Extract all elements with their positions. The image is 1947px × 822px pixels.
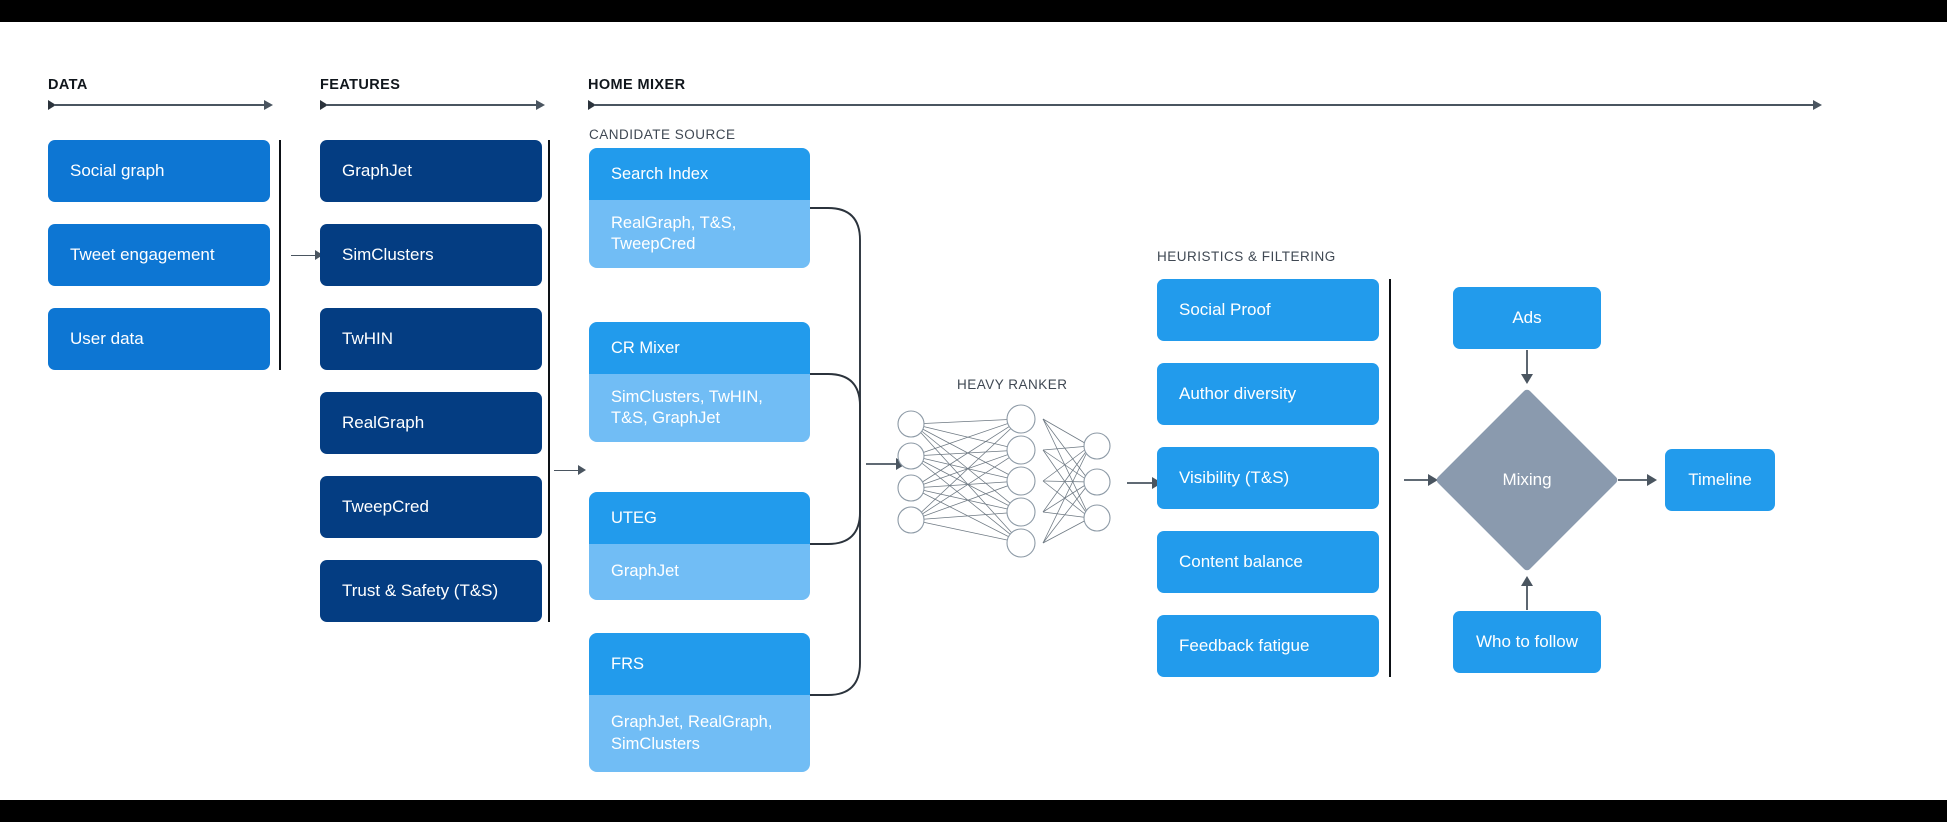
curve-cr-mixer [810, 373, 861, 462]
section-rule-data [48, 99, 273, 111]
heuristic-box-visibility[interactable]: Visibility (T&S) [1157, 447, 1379, 509]
candidate-source-name: UTEG [589, 492, 810, 544]
mixing-label: Mixing [1502, 470, 1552, 489]
curve-uteg [810, 462, 861, 545]
column-separator-features [548, 140, 550, 622]
candidate-source-features: GraphJet, RealGraph, SimClusters [589, 695, 810, 772]
data-box-social-graph[interactable]: Social graph [48, 140, 270, 202]
feature-box-twhin[interactable]: TwHIN [320, 308, 542, 370]
feature-box-tweepcred[interactable]: TweepCred [320, 476, 542, 538]
candidate-merge-curves [810, 207, 861, 696]
candidate-source-card-cr-mixer[interactable]: CR Mixer SimClusters, TwHIN, T&S, GraphJ… [589, 322, 810, 442]
output-box-who-to-follow[interactable]: Who to follow [1453, 611, 1601, 673]
heuristic-box-feedback-fatigue[interactable]: Feedback fatigue [1157, 615, 1379, 677]
subsection-title-candidate-source: CANDIDATE SOURCE [589, 127, 736, 142]
connector-overlay [810, 207, 1657, 696]
feature-box-realgraph[interactable]: RealGraph [320, 392, 542, 454]
rule-bar [594, 104, 1815, 106]
feature-box-trust-and-safety[interactable]: Trust & Safety (T&S) [320, 560, 542, 622]
feature-box-graphjet[interactable]: GraphJet [320, 140, 542, 202]
candidate-source-name: Search Index [589, 148, 810, 200]
candidate-source-features: RealGraph, T&S, TweepCred [589, 200, 810, 268]
rule-bar [326, 104, 538, 106]
section-title-data: DATA [48, 77, 88, 93]
section-rule-home-mixer [588, 99, 1822, 111]
rule-start-arrow-icon [48, 100, 56, 110]
arrow-head-icon [578, 465, 586, 475]
section-rule-features [320, 99, 545, 111]
arrow-ads-to-mixing [1521, 350, 1533, 384]
arrow-who-to-follow-to-mixing [1521, 576, 1533, 610]
arrow-head-icon [315, 250, 323, 260]
diagram-canvas: DATA FEATURES HOME MIXER CANDIDATE SOURC… [0, 22, 1947, 800]
rule-end-arrow-icon [264, 99, 273, 110]
candidate-source-name: FRS [589, 633, 810, 695]
candidate-source-features: SimClusters, TwHIN, T&S, GraphJet [589, 374, 810, 442]
column-separator-heuristics [1389, 279, 1391, 677]
candidate-source-card-uteg[interactable]: UTEG GraphJet [589, 492, 810, 600]
column-separator-data [279, 140, 281, 370]
heuristic-box-author-diversity[interactable]: Author diversity [1157, 363, 1379, 425]
feature-box-simclusters[interactable]: SimClusters [320, 224, 542, 286]
rule-start-arrow-icon [320, 100, 328, 110]
neural-net-edges [912, 418, 1091, 544]
arrow-heuristics-to-mixing [1404, 474, 1438, 486]
arrow-candidate-to-ranker [866, 458, 906, 470]
section-title-features: FEATURES [320, 77, 401, 93]
rule-bar [54, 104, 266, 106]
candidate-source-name: CR Mixer [589, 322, 810, 374]
arrow-line [554, 469, 580, 472]
subsection-title-heavy-ranker: HEAVY RANKER [957, 377, 1068, 392]
heuristic-box-content-balance[interactable]: Content balance [1157, 531, 1379, 593]
arrow-mixing-to-timeline [1618, 474, 1657, 486]
candidate-source-card-search-index[interactable]: Search Index RealGraph, T&S, TweepCred [589, 148, 810, 268]
output-box-timeline[interactable]: Timeline [1665, 449, 1775, 511]
candidate-source-features: GraphJet [589, 544, 810, 600]
rule-end-arrow-icon [1813, 99, 1822, 110]
heuristic-box-social-proof[interactable]: Social Proof [1157, 279, 1379, 341]
curve-search-index [810, 207, 861, 462]
curve-frs [810, 462, 861, 696]
subsection-title-heuristics: HEURISTICS & FILTERING [1157, 249, 1336, 264]
candidate-source-card-frs[interactable]: FRS GraphJet, RealGraph, SimClusters [589, 633, 810, 772]
diagram-stage: DATA FEATURES HOME MIXER CANDIDATE SOURC… [0, 22, 1947, 800]
data-box-user-data[interactable]: User data [48, 308, 270, 370]
neural-net-nodes [897, 404, 1111, 558]
arrow-features-to-candidate-source [554, 465, 586, 475]
rule-end-arrow-icon [536, 99, 545, 110]
arrow-line [291, 254, 317, 257]
section-title-home-mixer: HOME MIXER [588, 77, 686, 93]
data-box-tweet-engagement[interactable]: Tweet engagement [48, 224, 270, 286]
rule-start-arrow-icon [588, 100, 596, 110]
output-box-ads[interactable]: Ads [1453, 287, 1601, 349]
arrow-data-to-features [291, 250, 323, 260]
